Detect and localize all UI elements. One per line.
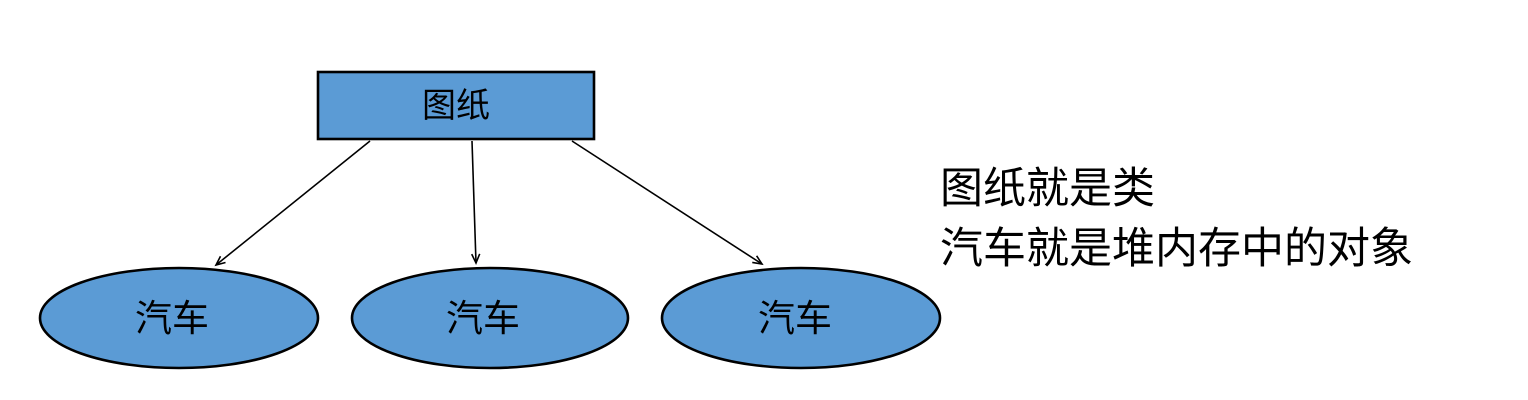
class-node-label: 图纸: [422, 87, 490, 125]
arrow-class-to-object-1: [214, 140, 371, 267]
object-node-1-label: 汽车: [135, 298, 209, 339]
object-node-2-label: 汽车: [446, 298, 520, 339]
arrow-class-to-object-2: [470, 140, 481, 265]
arrow-class-to-object-3: [571, 140, 764, 266]
object-node-1-shape: [38, 266, 320, 370]
annotation-line-2: 汽车就是堆内存中的对象: [940, 225, 1413, 273]
object-node-2-shape: [350, 266, 630, 370]
object-node-3-shape: [660, 266, 942, 370]
class-node-shape: [316, 70, 596, 141]
annotation-line-1: 图纸就是类: [940, 165, 1155, 213]
object-node-3-label: 汽车: [758, 298, 832, 339]
